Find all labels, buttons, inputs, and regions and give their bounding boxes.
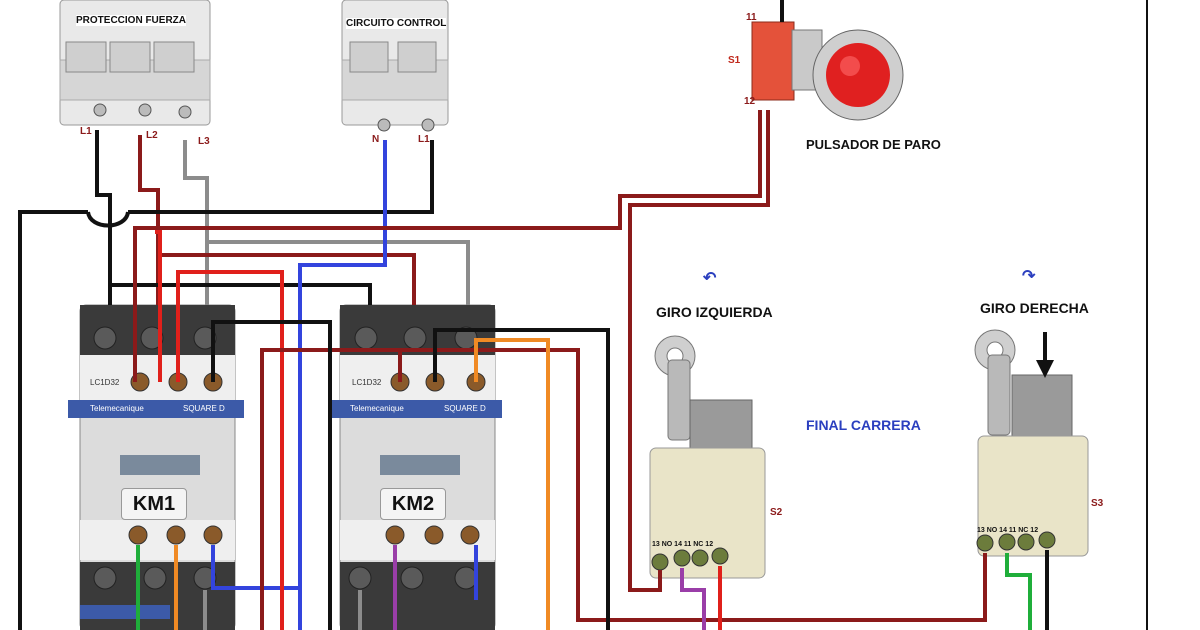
km1-brand: Telemecanique: [90, 404, 144, 413]
wire-l3: [183, 140, 209, 305]
limit-left-label: GIRO IZQUIERDA: [656, 304, 773, 320]
wire-black-a1: [211, 320, 332, 630]
limit-left-terminals: 13 NO 14 11 NC 12: [652, 541, 714, 548]
terminal-l2: L2: [146, 130, 158, 141]
stop-tag: S1: [728, 55, 741, 66]
km1-model: LC1D32: [90, 378, 120, 387]
rotate-right-icon: ↷: [1022, 268, 1036, 285]
down-arrow-icon: [1036, 332, 1054, 378]
stop-button-label: PULSADOR DE PARO: [806, 137, 941, 152]
wire-black-top2: [128, 140, 434, 214]
limit-right-label: GIRO DERECHA: [980, 300, 1089, 316]
wire-red-2: [155, 230, 162, 382]
wire-l2: [138, 135, 160, 305]
km2-brand: Telemecanique: [350, 404, 404, 413]
limit-switch-s2: [649, 335, 766, 579]
wire-black-link: [110, 283, 372, 305]
rotate-left-icon: ↶: [703, 270, 717, 287]
terminal-l1-control: L1: [418, 134, 430, 145]
wire-control-darkred2: [628, 110, 770, 592]
power-breaker: [59, 0, 211, 126]
power-breaker-label: PROTECCION FUERZA: [76, 15, 186, 26]
terminal-l3: L3: [198, 136, 210, 147]
km2-brand2: SQUARE D: [444, 404, 486, 413]
wire-l1: [95, 130, 112, 305]
stop-terminal-bottom: 12: [744, 96, 756, 107]
wire-darkred-s3: [400, 348, 987, 622]
limit-left-tag: S2: [770, 507, 783, 518]
wire-black-km2: [433, 328, 610, 630]
wire-blue-a2: [211, 545, 300, 590]
terminal-n: N: [372, 134, 380, 145]
km1-brand2: SQUARE D: [183, 404, 225, 413]
wire-green-s3: [1005, 553, 1032, 630]
km2-plate: KM2: [380, 488, 446, 520]
stop-button-icon: [751, 21, 904, 121]
terminal-l1: L1: [80, 126, 92, 137]
control-breaker: [341, 0, 449, 132]
limit-section-label: FINAL CARRERA: [806, 417, 921, 433]
wire-black-top: [18, 210, 88, 630]
limit-right-tag: S3: [1091, 498, 1104, 509]
limit-right-terminals: 13 NO 14 11 NC 12: [977, 527, 1039, 534]
wire-gray-link: [207, 240, 470, 305]
wire-darkred-link: [158, 253, 416, 305]
wire-orange: [474, 338, 550, 630]
contactor-km1: [68, 304, 244, 630]
stop-terminal-top: 11: [746, 12, 757, 23]
limit-switch-s3: [974, 329, 1089, 557]
km2-model: LC1D32: [352, 378, 382, 387]
contactor-km2: [330, 304, 502, 630]
wire-control-darkred: [133, 110, 762, 382]
wire-red-1: [176, 270, 284, 630]
km1-plate: KM1: [121, 488, 187, 520]
control-breaker-label: CIRCUITO CONTROL: [346, 18, 447, 29]
wire-hop: [86, 211, 130, 228]
wire-neutral: [298, 140, 387, 630]
wire-purple-s2: [680, 568, 706, 630]
wires: [18, 0, 1049, 630]
